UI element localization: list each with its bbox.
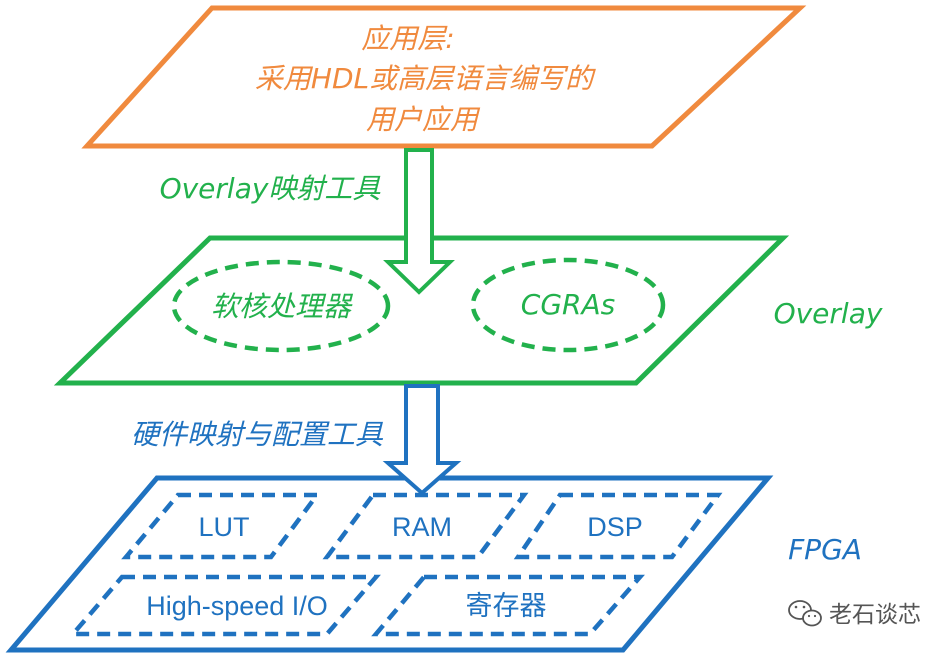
dsp-label: DSP: [587, 512, 643, 542]
wechat-icon: [788, 600, 822, 627]
fpga-layer-plane: [5, 475, 774, 653]
register-label: 寄存器: [466, 591, 547, 621]
soft-core-processor-label: 软核处理器: [211, 290, 354, 323]
register-block: [371, 574, 645, 637]
application-layer-title: 应用层:: [361, 22, 454, 55]
hardware-mapping-tool-label: 硬件映射与配置工具: [131, 418, 384, 451]
overlay-layer-plane: [53, 235, 790, 386]
overlay-mapping-tool-label: Overlay映射工具: [160, 172, 382, 205]
high-speed-io-label: High-speed I/O: [146, 591, 328, 621]
application-layer-desc-line2: 用户应用: [366, 103, 481, 136]
hardware-mapping-arrow: [382, 384, 462, 496]
fpga-layer-label: FPGA: [788, 533, 862, 566]
lut-block: [121, 492, 322, 560]
lut-label: LUT: [198, 512, 249, 542]
ram-label: RAM: [392, 512, 452, 542]
ram-block: [322, 492, 529, 560]
watermark-text: 老石谈芯: [829, 602, 921, 628]
application-layer-desc-line1: 采用HDL或高层语言编写的: [255, 62, 596, 95]
application-layer-plane: [81, 5, 807, 149]
cgras-ellipse: [470, 257, 666, 353]
high-speed-io-block: [68, 574, 381, 637]
overlay-mapping-arrow: [383, 148, 455, 295]
overlay-layer-label: Overlay: [774, 297, 883, 330]
dsp-block: [513, 492, 723, 560]
cgras-label: CGRAs: [521, 288, 615, 321]
soft-core-processor-ellipse: [171, 259, 391, 353]
